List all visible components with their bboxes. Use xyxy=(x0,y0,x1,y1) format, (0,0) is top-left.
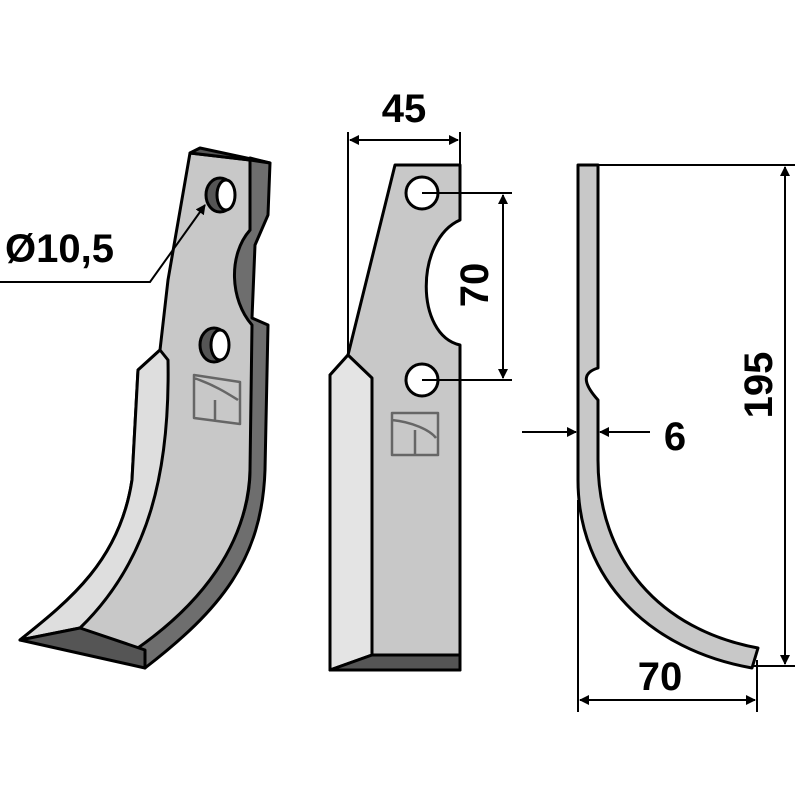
blade-side-view xyxy=(576,163,760,670)
hole-diameter-label: Ø10,5 xyxy=(5,227,114,271)
offset-label: 70 xyxy=(638,655,683,699)
blade-perspective-view xyxy=(18,146,272,670)
blade-front-view xyxy=(328,163,462,672)
hole-spacing-label: 70 xyxy=(453,263,497,308)
height-label: 195 xyxy=(737,352,781,419)
manufacturer-logo-icon xyxy=(192,373,242,426)
width-label: 45 xyxy=(382,87,427,131)
thickness-label: 6 xyxy=(664,415,686,459)
manufacturer-logo-icon xyxy=(390,411,440,457)
